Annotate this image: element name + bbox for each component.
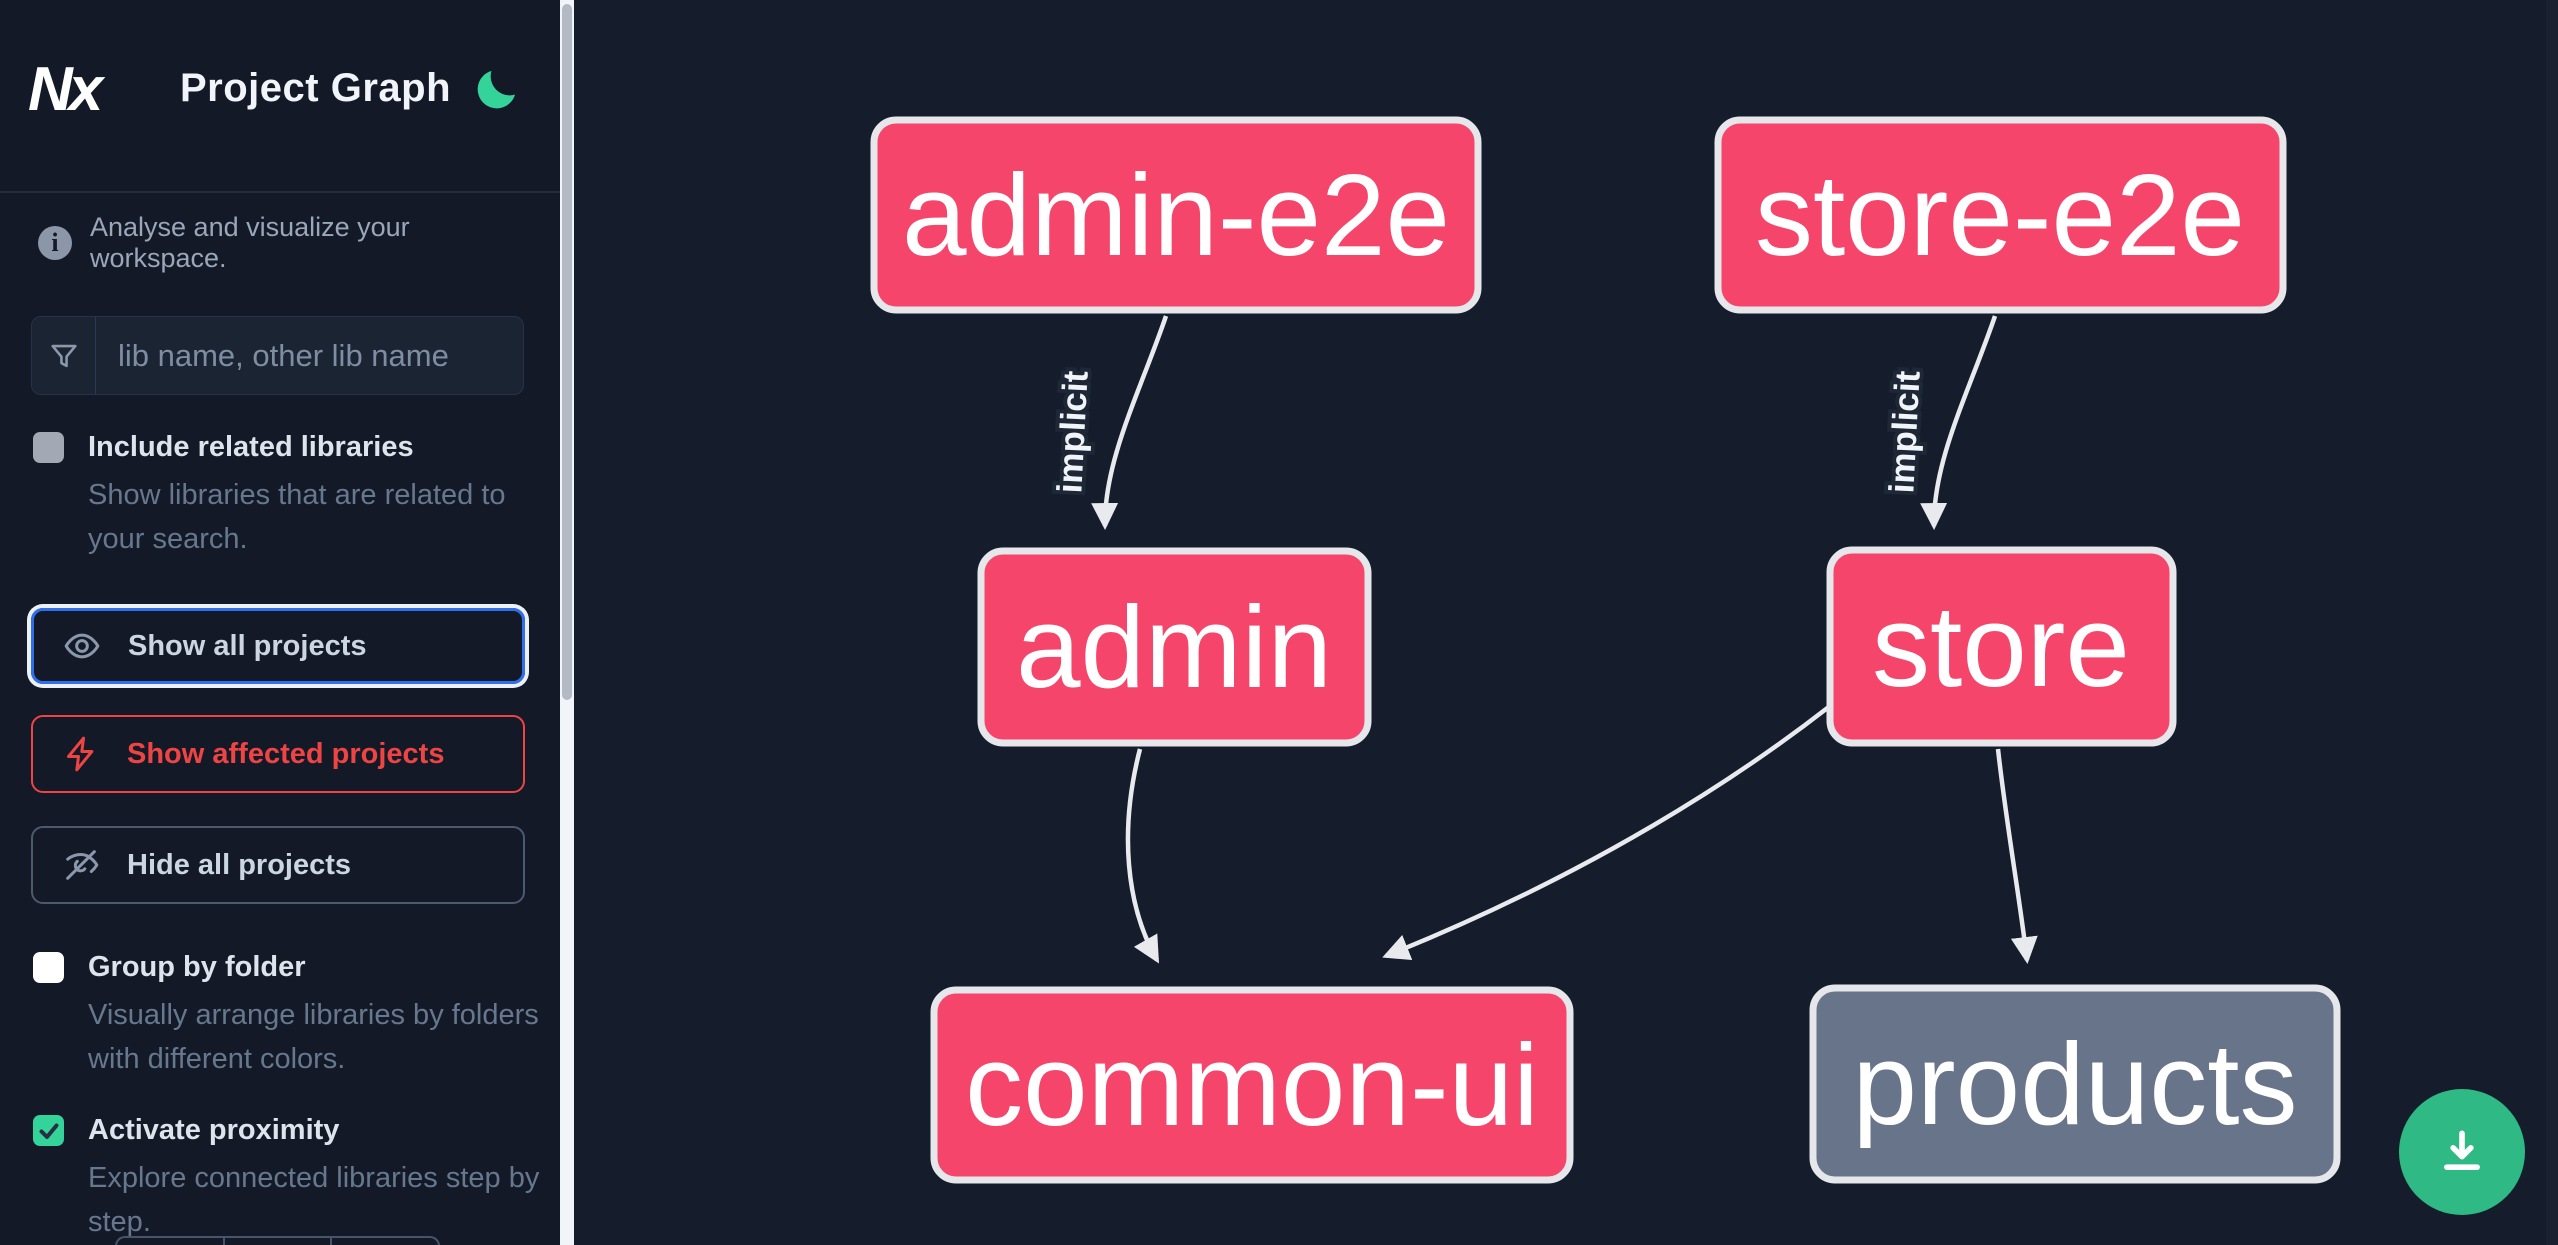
button-label: Show affected projects	[127, 737, 445, 770]
node-store[interactable]: store	[1826, 546, 2177, 747]
edge-store-to-common-ui	[1382, 704, 1832, 961]
edge-label-implicit: implicit	[1882, 369, 1927, 494]
node-label: store-e2e	[1755, 150, 2245, 280]
node-label: store	[1872, 581, 2130, 711]
toggle-include-related: Include related libraries Show libraries…	[33, 430, 533, 561]
checkmark-icon	[39, 1123, 58, 1139]
toggle-description: Show libraries that are related to your …	[88, 479, 506, 555]
edge-store-e2e-to-store	[1920, 315, 1998, 531]
edge-admin-e2e-to-admin	[1091, 315, 1169, 531]
button-label: Show all projects	[128, 629, 367, 662]
filter-funnel-icon	[32, 317, 96, 394]
node-label: admin-e2e	[902, 150, 1450, 280]
stepper-increment[interactable]	[332, 1238, 438, 1245]
node-admin-e2e[interactable]: admin-e2e	[870, 116, 1482, 314]
node-rect[interactable]	[930, 986, 1574, 1184]
eye-off-icon	[66, 850, 99, 880]
button-label: Hide all projects	[127, 848, 352, 881]
sidebar-scrollbar-thumb[interactable]	[562, 4, 572, 700]
stepper-value	[225, 1238, 333, 1245]
window-right-edge	[2546, 0, 2558, 1245]
header: Nx Project Graph	[28, 52, 538, 128]
node-rect[interactable]	[1714, 116, 2287, 314]
download-image-button[interactable]	[2399, 1089, 2525, 1215]
node-common-ui[interactable]: common-ui	[930, 986, 1574, 1184]
node-rect[interactable]	[870, 116, 1482, 314]
node-label: products	[1853, 1019, 2298, 1149]
toggle-label: Group by folder	[88, 951, 306, 983]
node-label: admin	[1016, 582, 1332, 712]
hide-all-projects-button[interactable]: Hide all projects	[31, 826, 525, 904]
edge-label-implicit: implicit	[1050, 369, 1095, 494]
page-title: Project Graph	[180, 66, 452, 110]
show-affected-projects-button[interactable]: Show affected projects	[31, 715, 525, 793]
workspace-info: Analyse and visualize your workspace.	[38, 212, 538, 274]
theme-toggle-button[interactable]	[470, 64, 522, 116]
node-rect[interactable]	[1826, 546, 2177, 747]
node-label: common-ui	[965, 1020, 1539, 1150]
toggle-group-by-folder: Group by folder Visually arrange librari…	[33, 950, 539, 1081]
node-store-e2e[interactable]: store-e2e	[1714, 116, 2287, 314]
toggle-description: Explore connected libraries step by step…	[88, 1162, 540, 1238]
search-input[interactable]	[96, 317, 539, 394]
node-products[interactable]: products	[1809, 984, 2341, 1184]
show-all-projects-button[interactable]: Show all projects	[31, 608, 525, 684]
toggle-activate-proximity: Activate proximity Explore connected lib…	[33, 1113, 539, 1244]
download-icon	[2444, 1130, 2480, 1170]
header-divider	[0, 191, 560, 193]
node-rect[interactable]	[977, 547, 1372, 747]
toggle-label: Include related libraries	[88, 431, 414, 463]
eye-icon	[64, 633, 100, 659]
group-by-folder-checkbox[interactable]	[33, 952, 64, 983]
toggle-label: Activate proximity	[88, 1114, 340, 1146]
node-admin[interactable]: admin	[977, 547, 1372, 747]
moon-icon	[477, 70, 516, 109]
include-related-checkbox[interactable]	[33, 432, 64, 463]
toggle-description: Visually arrange libraries by folders wi…	[88, 999, 539, 1075]
stepper-decrement[interactable]	[117, 1238, 225, 1245]
proximity-stepper[interactable]	[115, 1236, 440, 1245]
info-text: Analyse and visualize your workspace.	[90, 212, 410, 273]
edge-store-to-products	[1995, 748, 2038, 965]
node-rect[interactable]	[1809, 984, 2341, 1184]
sidebar-scrollbar[interactable]	[560, 0, 574, 1245]
nx-logo: Nx	[28, 55, 103, 124]
lightning-icon	[67, 736, 94, 772]
activate-proximity-checkbox[interactable]	[33, 1115, 64, 1146]
edge-admin-to-common-ui	[1125, 748, 1160, 964]
project-graph-svg: implicit implicit admin-e2e store-e2e ad…	[870, 116, 2341, 1184]
sidebar: Nx Project Graph Analyse and visualize y…	[0, 0, 560, 1245]
graph-canvas[interactable]: implicit implicit admin-e2e store-e2e ad…	[574, 0, 2546, 1245]
search-box	[31, 316, 539, 395]
info-icon	[38, 226, 72, 260]
